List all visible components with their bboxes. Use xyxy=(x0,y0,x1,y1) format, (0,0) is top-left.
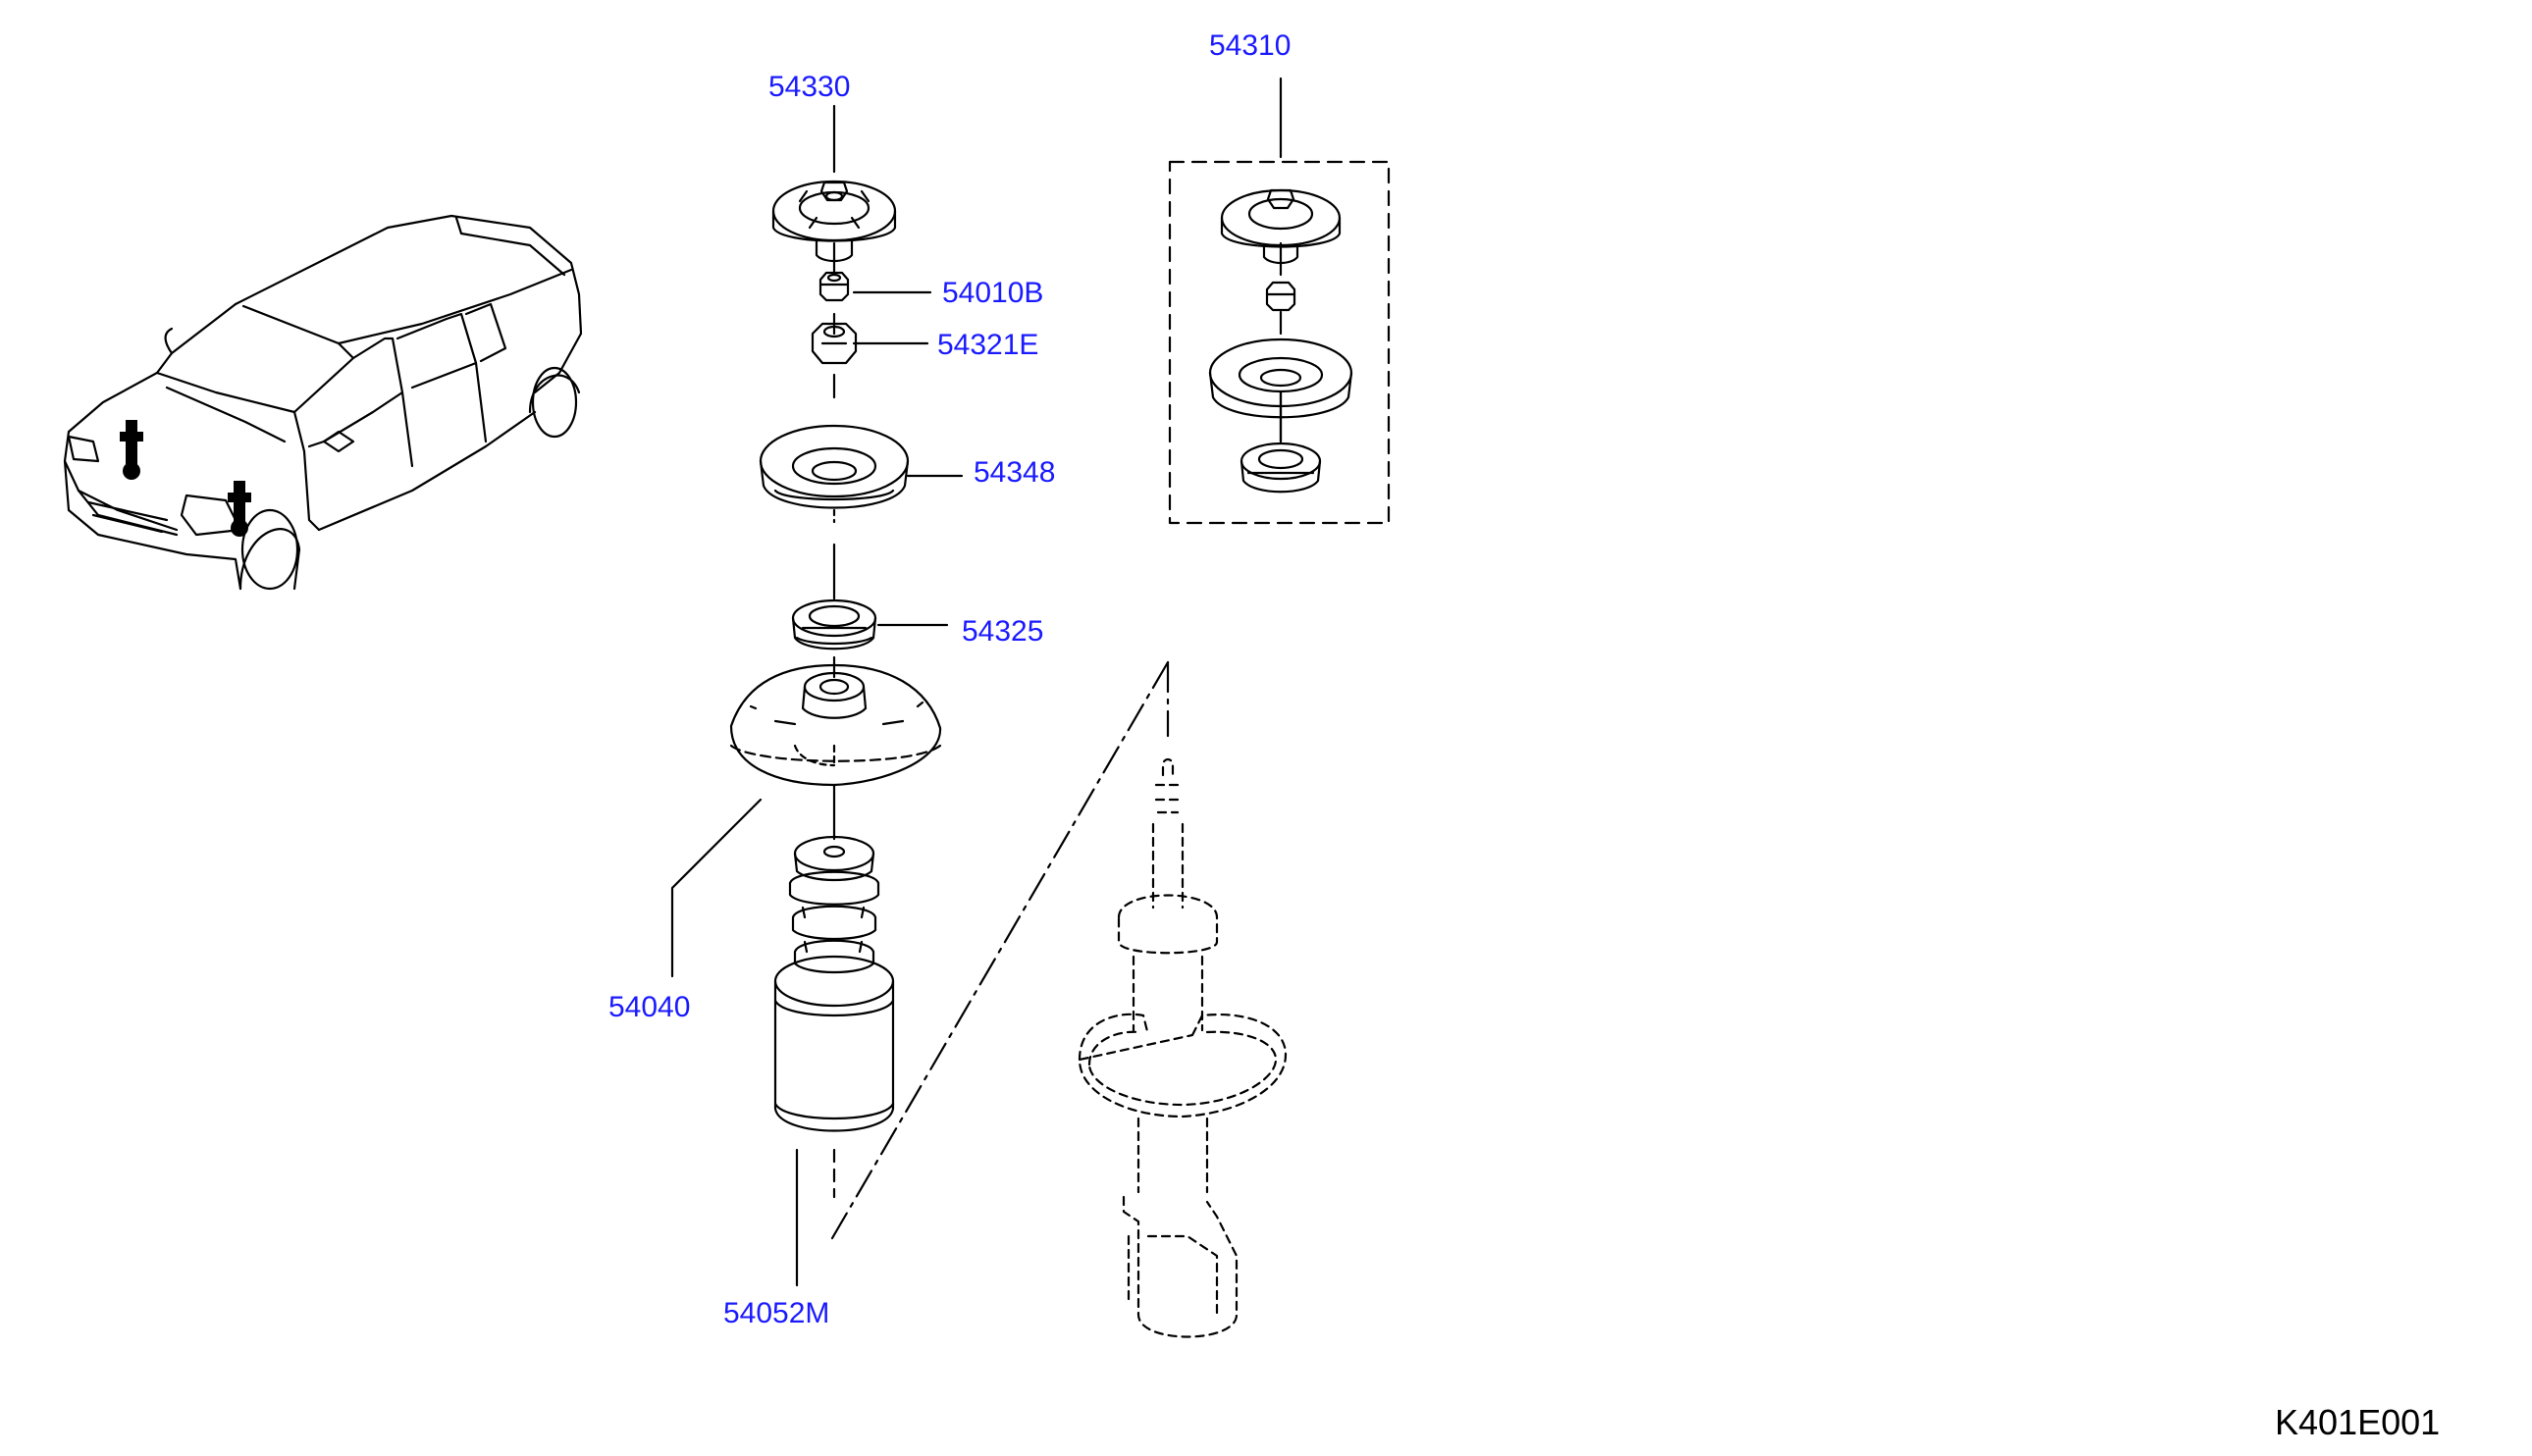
vehicle-locator-illustration xyxy=(63,214,583,591)
alignment-guide xyxy=(830,660,1170,1240)
leader-lines xyxy=(670,77,1283,1287)
part-label-54321E[interactable]: 54321E xyxy=(937,329,1039,361)
part-label-54010B[interactable]: 54010B xyxy=(942,277,1044,309)
part-54310-kit xyxy=(1168,160,1391,525)
diagram-code: K401E001 xyxy=(2275,1402,2441,1442)
part-label-54325[interactable]: 54325 xyxy=(962,615,1044,648)
part-54330-strut-mount xyxy=(771,180,897,263)
part-54321E-washer xyxy=(811,322,858,365)
part-bump-stop xyxy=(788,835,880,974)
part-label-54310[interactable]: 54310 xyxy=(1209,29,1292,62)
part-54052M-dust-cover xyxy=(773,955,895,1132)
part-54325-bearing xyxy=(791,598,877,650)
part-label-54040[interactable]: 54040 xyxy=(608,991,691,1023)
strut-assembly-reference xyxy=(1078,757,1288,1338)
part-label-54330[interactable]: 54330 xyxy=(768,71,851,103)
part-54040-spring-seat xyxy=(729,663,942,787)
part-label-54348[interactable]: 54348 xyxy=(974,456,1056,489)
part-54348-insulator xyxy=(759,424,910,524)
assembly-axis xyxy=(832,241,1283,1199)
part-label-54052M[interactable]: 54052M xyxy=(723,1297,830,1329)
part-54010B-nut xyxy=(818,271,850,302)
